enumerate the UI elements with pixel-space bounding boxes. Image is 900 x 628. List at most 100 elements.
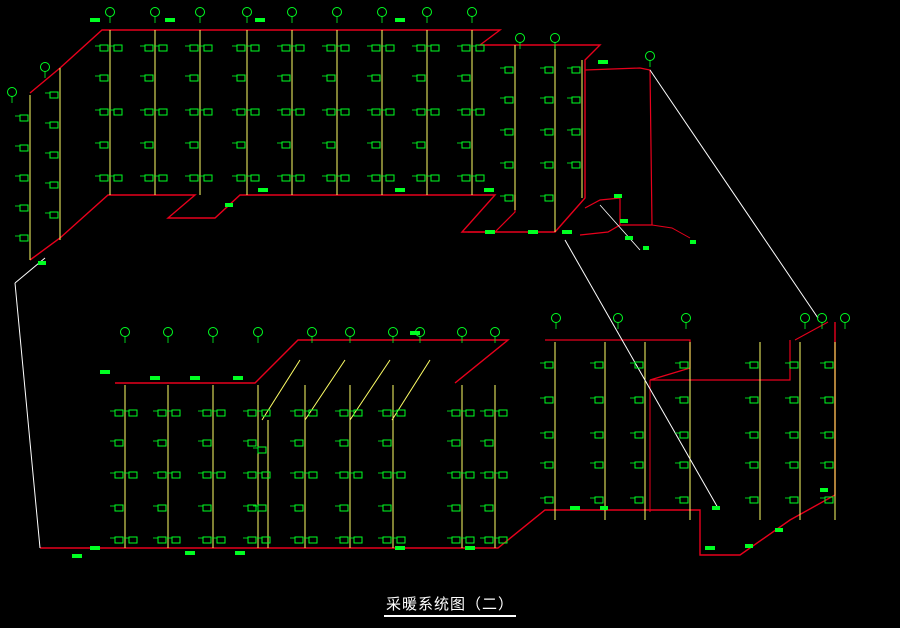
radiator-symbol	[144, 44, 154, 52]
pipe-size-tag	[600, 506, 608, 510]
radiator-symbol	[189, 174, 199, 182]
connection-leader	[564, 239, 719, 509]
radiator-symbol	[339, 409, 349, 417]
riser-marker	[253, 327, 263, 337]
riser-marker	[150, 7, 160, 17]
pipe-size-tag	[745, 544, 753, 548]
radiator-symbol	[281, 108, 291, 116]
radiator-symbol	[451, 409, 461, 417]
outlet-end	[651, 224, 691, 239]
radiator-symbol	[382, 471, 392, 479]
pipe-size-tag	[643, 246, 649, 250]
radiator-symbol	[749, 461, 759, 469]
radiator-symbol	[326, 44, 336, 52]
radiator-symbol	[416, 74, 426, 82]
riser-marker	[490, 327, 500, 337]
radiator-symbol	[430, 174, 440, 182]
radiator-symbol	[340, 108, 350, 116]
radiator-symbol	[544, 431, 554, 439]
radiator-symbol	[451, 439, 461, 447]
radiator-symbol	[236, 141, 246, 149]
radiator-symbol	[371, 141, 381, 149]
pipe-size-tag	[233, 376, 243, 380]
radiator-symbol	[465, 536, 475, 544]
radiator-symbol	[789, 396, 799, 404]
radiator-symbol	[236, 108, 246, 116]
radiator-symbol	[594, 396, 604, 404]
radiator-symbol	[594, 496, 604, 504]
riser-marker	[307, 327, 317, 337]
radiator-symbol	[295, 174, 305, 182]
radiator-symbol	[679, 461, 689, 469]
radiator-symbol	[353, 471, 363, 479]
riser-marker	[163, 327, 173, 337]
riser-marker	[515, 33, 525, 43]
radiator-symbol	[99, 174, 109, 182]
riser-marker	[120, 327, 130, 337]
radiator-symbol	[824, 496, 834, 504]
radiator-symbol	[49, 181, 59, 189]
radiator-symbol	[157, 471, 167, 479]
pipe-size-tag	[235, 551, 245, 555]
pipe-size-tag	[484, 188, 494, 192]
radiator-symbol	[789, 461, 799, 469]
radiator-symbol	[114, 504, 124, 512]
radiator-symbol	[308, 536, 318, 544]
radiator-symbol	[49, 211, 59, 219]
radiator-symbol	[247, 504, 257, 512]
radiator-symbol	[99, 141, 109, 149]
radiator-symbol	[113, 44, 123, 52]
radiator-symbol	[749, 496, 759, 504]
radiator-symbol	[544, 396, 554, 404]
radiator-symbol	[353, 536, 363, 544]
radiator-symbol	[571, 66, 581, 74]
radiator-symbol	[189, 141, 199, 149]
riser-marker	[457, 327, 467, 337]
radiator-symbol	[203, 108, 213, 116]
riser-marker	[467, 7, 477, 17]
radiator-symbol	[19, 174, 29, 182]
branch-pipe	[391, 359, 431, 421]
radiator-symbol	[261, 471, 271, 479]
radiator-symbol	[247, 439, 257, 447]
radiator-symbol	[247, 471, 257, 479]
radiator-symbol	[824, 431, 834, 439]
radiator-symbol	[749, 431, 759, 439]
riser-marker	[40, 62, 50, 72]
pipe-size-tag	[100, 370, 110, 374]
radiator-symbol	[498, 536, 508, 544]
radiator-symbol	[128, 471, 138, 479]
radiator-symbol	[281, 74, 291, 82]
radiator-symbol	[49, 151, 59, 159]
radiator-symbol	[144, 74, 154, 82]
radiator-symbol	[114, 536, 124, 544]
radiator-symbol	[789, 496, 799, 504]
radiator-symbol	[749, 396, 759, 404]
radiator-symbol	[114, 439, 124, 447]
pipe-size-tag	[690, 240, 696, 244]
radiator-symbol	[385, 174, 395, 182]
radiator-symbol	[339, 536, 349, 544]
riser-marker	[800, 313, 810, 323]
radiator-symbol	[294, 439, 304, 447]
radiator-symbol	[19, 144, 29, 152]
radiator-symbol	[171, 409, 181, 417]
radiator-symbol	[461, 108, 471, 116]
riser-marker	[105, 7, 115, 17]
riser-marker	[377, 7, 387, 17]
radiator-symbol	[430, 44, 440, 52]
radiator-symbol	[19, 114, 29, 122]
radiator-symbol	[202, 409, 212, 417]
radiator-symbol	[339, 439, 349, 447]
radiator-symbol	[461, 74, 471, 82]
radiator-symbol	[189, 74, 199, 82]
pipe-size-tag	[185, 551, 195, 555]
radiator-symbol	[99, 44, 109, 52]
radiator-symbol	[19, 234, 29, 242]
radiator-symbol	[326, 74, 336, 82]
radiator-symbol	[475, 44, 485, 52]
radiator-symbol	[216, 471, 226, 479]
radiator-symbol	[189, 108, 199, 116]
radiator-symbol	[202, 471, 212, 479]
radiator-symbol	[504, 66, 514, 74]
